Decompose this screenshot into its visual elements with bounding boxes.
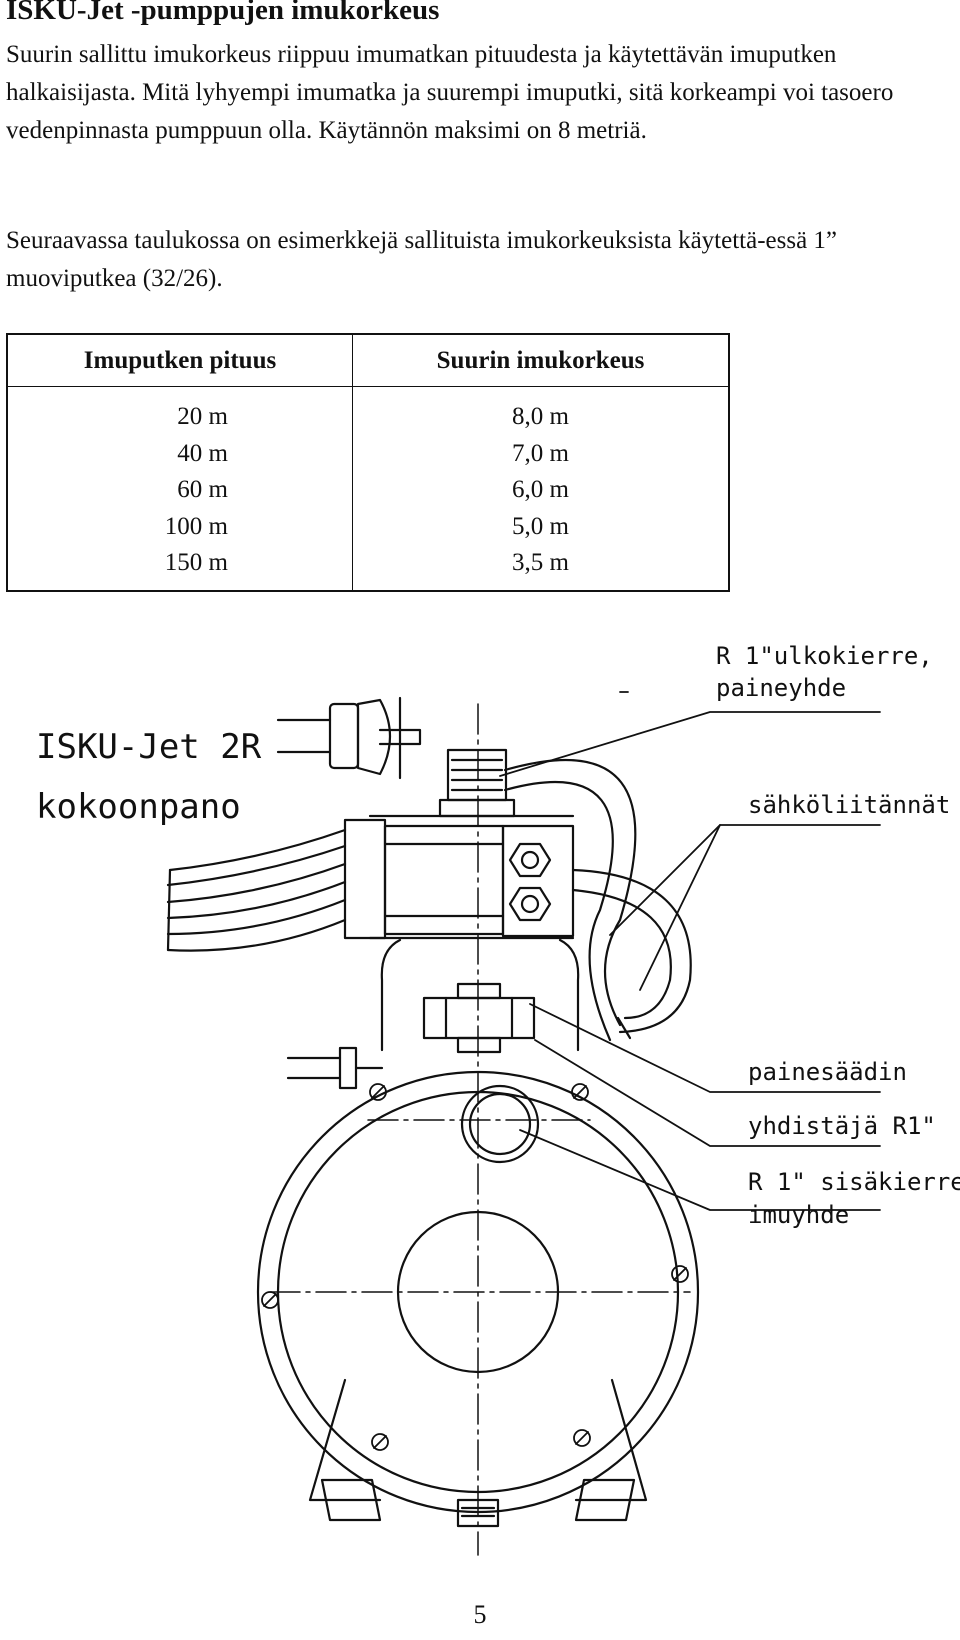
- leader-lines: [499, 691, 881, 1211]
- pump-feet: [308, 1378, 648, 1522]
- label-electrical: sähköliitännät: [748, 791, 950, 819]
- table-header-max-suction: Suurin imukorkeus: [353, 335, 728, 387]
- table-cell: 60 m: [177, 476, 228, 503]
- label-outlet-line1: R 1"ulkokierre,: [716, 642, 933, 670]
- table-cell: 8,0 m: [512, 403, 569, 430]
- power-cables: [503, 759, 692, 1042]
- table-cell: 7,0 m: [512, 439, 569, 467]
- table-cell: 40 m: [177, 439, 228, 467]
- bolt-icons: [261, 1083, 689, 1451]
- table-intro-paragraph: Seuraavassa taulukossa on esimerkkejä sa…: [6, 227, 838, 292]
- page-title: ISKU-Jet -pumppujen imukorkeus: [6, 0, 440, 26]
- cable-bundle: [166, 828, 347, 952]
- label-pressure-switch: painesäädin: [748, 1058, 907, 1086]
- cable-gland-icon: [508, 842, 552, 922]
- pressure-switch: [380, 938, 580, 1054]
- table-cell: 100 m: [164, 512, 228, 540]
- table-cell: 5,0 m: [512, 512, 569, 540]
- suction-pipe-stub: [286, 1046, 384, 1090]
- table-cell: 6,0 m: [512, 476, 569, 503]
- label-connector: yhdistäjä R1": [748, 1112, 936, 1140]
- drawing-title-line1: ISKU-Jet 2R: [36, 727, 262, 767]
- page-number: 5: [473, 1600, 487, 1629]
- table-cell: 3,5 m: [512, 549, 569, 576]
- table-cell: 20 m: [177, 403, 228, 430]
- power-plug-icon: [276, 696, 422, 780]
- pump-casing: [256, 1070, 700, 1514]
- pipe-length-column: Imuputken pituus 20 m 40 m 60 m 100 m 15…: [8, 335, 353, 590]
- max-suction-column: Suurin imukorkeus 8,0 m 7,0 m 6,0 m 5,0 …: [353, 335, 728, 590]
- pump-assembly-drawing: ISKU-Jet 2R kokoonpano R 1"ulkokierre, p…: [36, 642, 960, 1556]
- centre-lines: [269, 703, 691, 1556]
- table-header-pipe-length: Imuputken pituus: [8, 335, 352, 387]
- intro-paragraph: Suurin sallittu imukorkeus riippuu imuma…: [6, 41, 894, 144]
- outlet-fitting: [438, 748, 516, 818]
- table-cell: 150 m: [164, 549, 228, 576]
- label-inlet-line2: imuyhde: [748, 1201, 849, 1229]
- motor-housing: [343, 814, 575, 940]
- label-outlet-line2: paineyhde: [716, 674, 846, 702]
- drain-plug: [456, 1498, 500, 1528]
- drawing-title-line2: kokoonpano: [36, 787, 241, 827]
- suction-height-table: Imuputken pituus 20 m 40 m 60 m 100 m 15…: [6, 333, 730, 592]
- label-inlet-line1: R 1" sisäkierre: [748, 1168, 960, 1196]
